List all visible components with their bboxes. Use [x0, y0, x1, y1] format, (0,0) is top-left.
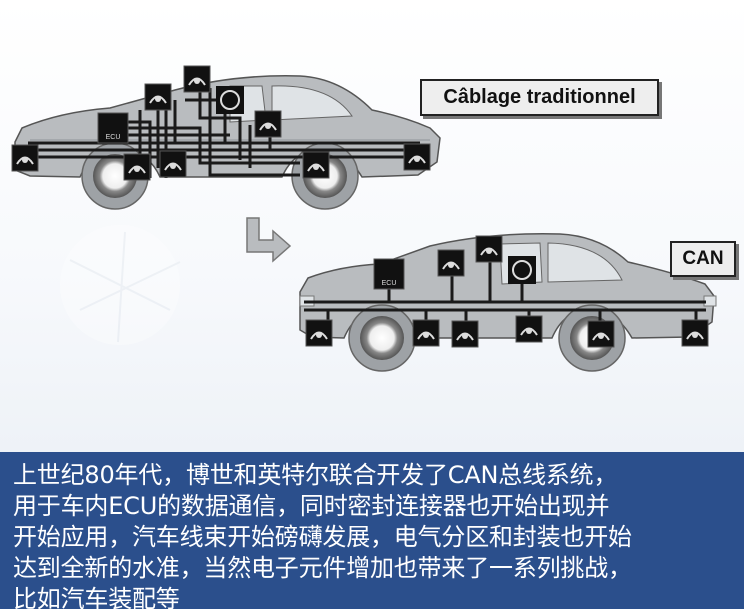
car-traditional: ECU	[11, 65, 441, 210]
car-can: ECU	[299, 233, 717, 372]
ecu-module: ECU	[97, 112, 129, 144]
abs-rear-icon	[302, 151, 330, 179]
steering-wheel-icon	[216, 86, 244, 114]
dashboard-icon	[144, 83, 172, 111]
airbag-icon	[159, 150, 187, 178]
headlight-icon	[305, 319, 333, 347]
ecu-label: ECU	[106, 134, 121, 141]
sparkle-decoration	[60, 225, 181, 345]
ecu-label: ECU	[382, 280, 397, 287]
car-window-rear	[547, 242, 623, 283]
taillight-icon	[681, 319, 709, 347]
caption-line: 比如汽车装配等	[13, 585, 180, 609]
caption-line: 用于车内ECU的数据通信，同时密封连接器也开始出现并	[13, 492, 610, 520]
caption-panel: 上世纪80年代，博世和英特尔联合开发了CAN总线系统， 用于车内ECU的数据通信…	[0, 452, 744, 609]
ecu-module: ECU	[373, 258, 405, 290]
abs-front-icon	[412, 319, 440, 347]
transition-arrow-icon	[246, 217, 292, 263]
light-sensor-icon	[183, 65, 211, 93]
light-sensor-icon	[475, 235, 503, 263]
seat-icon	[254, 110, 282, 138]
can-label: CAN	[670, 241, 736, 277]
headlight-icon	[11, 144, 39, 172]
taillight-icon	[403, 143, 431, 171]
seat-icon	[515, 315, 543, 343]
caption-line: 上世纪80年代，博世和英特尔联合开发了CAN总线系统，	[13, 461, 618, 489]
car-window-rear	[271, 85, 353, 121]
abs-front-icon	[123, 153, 151, 181]
dashboard-icon	[437, 249, 465, 277]
caption-line: 开始应用，汽车线束开始磅礴发展，电气分区和封装也开始	[13, 523, 632, 551]
diagram-area: ECU	[0, 0, 744, 452]
caption-line: 达到全新的水准，当然电子元件增加也带来了一系列挑战，	[13, 554, 632, 582]
wiring-diagram: ECU	[11, 65, 717, 372]
traditional-wiring-label: Câblage traditionnel	[420, 79, 659, 116]
airbag-icon	[451, 320, 479, 348]
wheel-front	[348, 304, 416, 372]
abs-rear-icon	[587, 320, 615, 348]
steering-wheel-icon	[508, 256, 536, 284]
